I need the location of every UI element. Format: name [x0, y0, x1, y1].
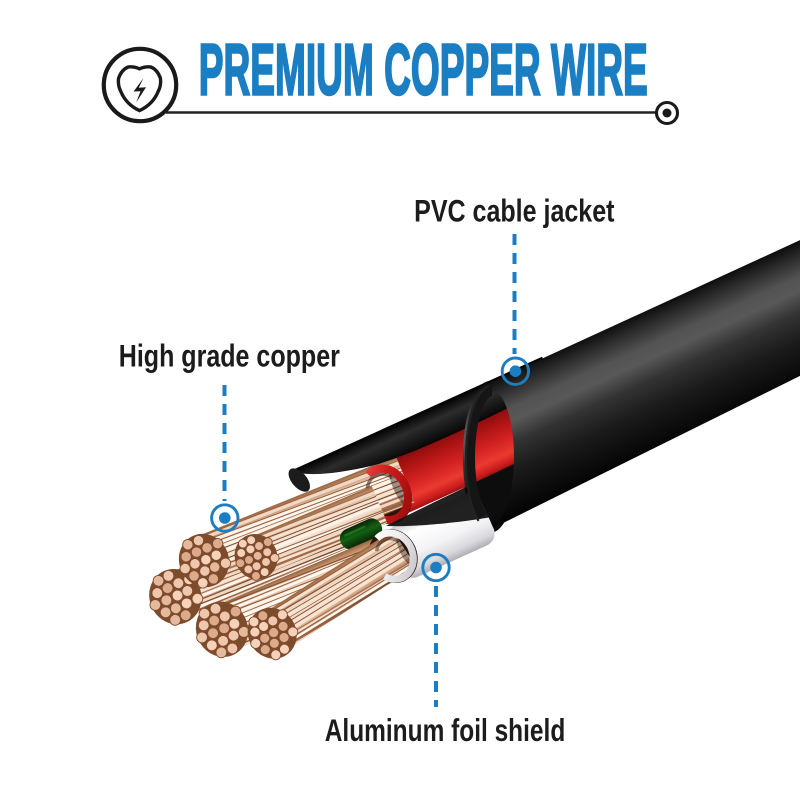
- svg-text:Aluminum foil shield: Aluminum foil shield: [325, 712, 566, 748]
- svg-text:PREMIUM COPPER WIRE: PREMIUM COPPER WIRE: [199, 30, 648, 111]
- svg-text:PVC cable jacket: PVC cable jacket: [414, 194, 615, 229]
- svg-text:High grade copper: High grade copper: [119, 339, 340, 374]
